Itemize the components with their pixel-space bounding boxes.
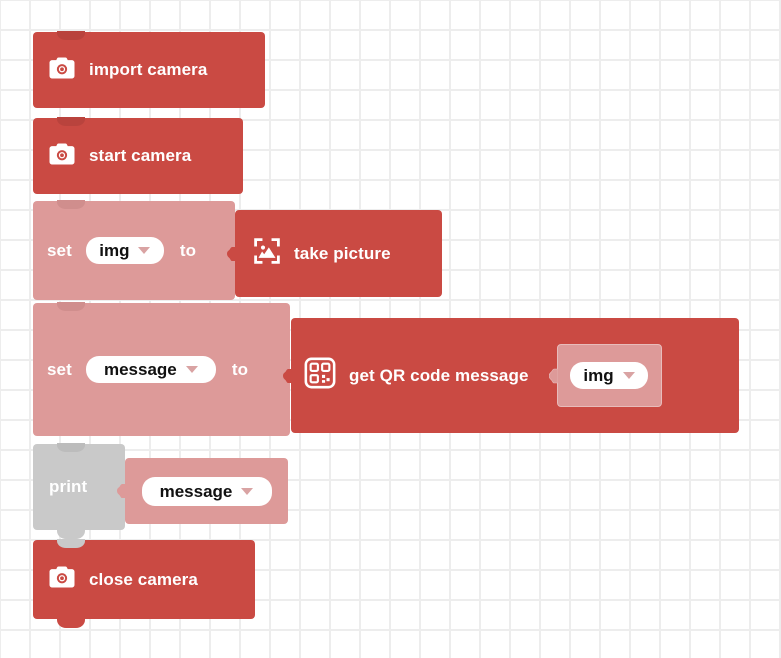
print-keyword-label: print bbox=[49, 477, 88, 496]
chevron-down-icon bbox=[138, 247, 151, 254]
variable-dropdown-value: message bbox=[159, 481, 233, 501]
block-label: take picture bbox=[294, 243, 391, 263]
chevron-down-icon bbox=[241, 487, 254, 495]
notch-top bbox=[57, 200, 85, 209]
argument-socket-message[interactable]: message bbox=[117, 458, 288, 524]
variable-dropdown-img[interactable]: img bbox=[85, 237, 164, 264]
argument-socket-img[interactable]: img bbox=[548, 344, 662, 407]
camera-icon bbox=[47, 562, 77, 597]
variable-dropdown-value: img bbox=[583, 366, 614, 385]
notch-top bbox=[57, 117, 85, 126]
camera-icon bbox=[47, 53, 77, 88]
variable-dropdown-img-arg[interactable]: img bbox=[570, 362, 649, 389]
chevron-down-icon bbox=[185, 366, 198, 373]
block-start-camera[interactable]: start camera bbox=[33, 117, 243, 194]
puzzle-connector bbox=[117, 480, 126, 502]
block-label: start camera bbox=[89, 146, 192, 165]
puzzle-connector bbox=[283, 365, 292, 387]
block-get-qr-code-message[interactable]: get QR code message img bbox=[283, 318, 739, 433]
variable-dropdown-message[interactable]: message bbox=[85, 356, 216, 383]
variable-dropdown-value: img bbox=[99, 241, 130, 260]
variable-dropdown-message-arg[interactable]: message bbox=[141, 476, 272, 506]
notch-top bbox=[57, 302, 85, 311]
puzzle-connector bbox=[227, 243, 236, 265]
variable-dropdown-value: message bbox=[103, 360, 177, 379]
camera-icon bbox=[47, 139, 77, 174]
notch-top bbox=[57, 31, 85, 40]
qr-code-icon bbox=[303, 356, 337, 395]
set-keyword-label: set bbox=[47, 240, 72, 260]
block-background bbox=[33, 444, 125, 530]
to-keyword-label: to bbox=[231, 359, 249, 379]
block-label: close camera bbox=[89, 569, 198, 589]
block-close-camera[interactable]: close camera bbox=[33, 539, 255, 628]
notch-top bbox=[57, 443, 85, 452]
block-set-img[interactable]: set img to bbox=[33, 200, 235, 300]
puzzle-connector bbox=[548, 365, 558, 387]
block-take-picture[interactable]: take picture bbox=[227, 210, 442, 297]
block-set-message[interactable]: set message to bbox=[33, 302, 290, 436]
chevron-down-icon bbox=[622, 372, 635, 379]
image-icon bbox=[251, 235, 283, 272]
block-import-camera[interactable]: import camera bbox=[33, 31, 265, 108]
to-keyword-label: to bbox=[179, 240, 197, 260]
block-label: import camera bbox=[89, 60, 208, 79]
notch-top bbox=[57, 539, 85, 548]
block-label: get QR code message bbox=[349, 365, 529, 385]
notch-bottom bbox=[57, 529, 85, 539]
block-print[interactable]: print bbox=[33, 443, 125, 539]
set-keyword-label: set bbox=[47, 359, 72, 379]
notch-bottom bbox=[57, 618, 85, 628]
